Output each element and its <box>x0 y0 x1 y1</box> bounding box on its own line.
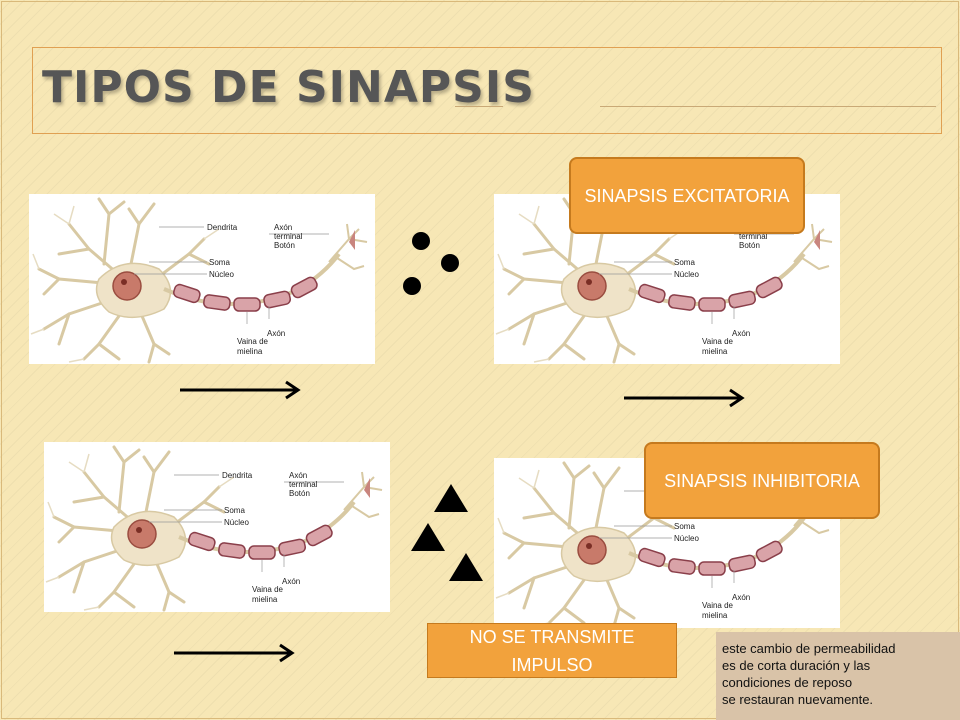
label-soma: Soma <box>224 506 245 515</box>
label-vaina: mielina <box>702 347 728 356</box>
title-underline <box>600 106 936 107</box>
label-axon-terminal: Axón <box>289 471 307 480</box>
arrow-right-icon <box>180 380 301 400</box>
label-vaina: Vaina de <box>237 337 269 346</box>
label-axon: Axón <box>282 577 300 586</box>
no-transmission-text: NO SE TRANSMITE IMPULSO <box>469 626 635 675</box>
inhibitory-synapse-text: SINAPSIS INHIBITORIA <box>664 470 860 491</box>
label-vaina: Vaina de <box>252 585 284 594</box>
arrow-right-icon <box>174 643 295 663</box>
no-transmission-label: NO SE TRANSMITE IMPULSO <box>427 623 677 678</box>
excitatory-synapse-label: SINAPSIS EXCITATORIA <box>569 157 805 234</box>
label-axon: Axón <box>732 593 750 602</box>
note-line: este cambio de permeabilidad <box>722 641 896 656</box>
excitatory-synapse-text: SINAPSIS EXCITATORIA <box>584 185 790 206</box>
label-vaina: Vaina de <box>702 337 734 346</box>
inhibitory-synapse-label: SINAPSIS INHIBITORIA <box>644 442 880 519</box>
neuron-diagram-3: Dendrita Axón terminal Botón Soma Núcleo… <box>44 442 390 612</box>
label-axon: Axón <box>267 329 285 338</box>
label-boton: Botón <box>289 489 310 498</box>
slide-title: TIPOS DE SINAPSIS <box>42 62 535 113</box>
neuron-diagram-1: Dendrita Axón terminal Botón Soma Núcleo… <box>29 194 375 364</box>
permeability-note: este cambio de permeabilidad es de corta… <box>716 632 960 720</box>
arrow-right-icon <box>624 388 745 408</box>
label-vaina: mielina <box>252 595 278 604</box>
label-vaina: mielina <box>237 347 263 356</box>
label-nucleo: Núcleo <box>224 518 249 527</box>
note-line: se restauran nuevamente. <box>722 692 874 707</box>
note-line: es de corta duración y las <box>722 658 871 673</box>
label-boton: Botón <box>739 241 760 250</box>
label-dendrita: Dendrita <box>207 223 238 232</box>
label-vaina: mielina <box>702 611 728 620</box>
label-dendrita: Dendrita <box>222 471 253 480</box>
label-nucleo: Núcleo <box>674 534 699 543</box>
label-soma: Soma <box>674 258 695 267</box>
label-axon-terminal: terminal <box>289 480 318 489</box>
label-nucleo: Núcleo <box>209 270 234 279</box>
neurotransmitter-triangles-icon <box>411 484 483 581</box>
label-vaina: Vaina de <box>702 601 734 610</box>
label-axon-terminal: terminal <box>274 232 303 241</box>
title-frame <box>32 47 942 134</box>
label-axon-terminal: Axón <box>274 223 292 232</box>
neurotransmitter-dots-icon <box>403 232 459 295</box>
label-soma: Soma <box>209 258 230 267</box>
label-axon-terminal: terminal <box>739 232 768 241</box>
note-line: condiciones de reposo <box>722 675 853 690</box>
label-nucleo: Núcleo <box>674 270 699 279</box>
label-boton: Botón <box>274 241 295 250</box>
label-axon: Axón <box>732 329 750 338</box>
title-underline <box>455 106 503 107</box>
label-soma: Soma <box>674 522 695 531</box>
